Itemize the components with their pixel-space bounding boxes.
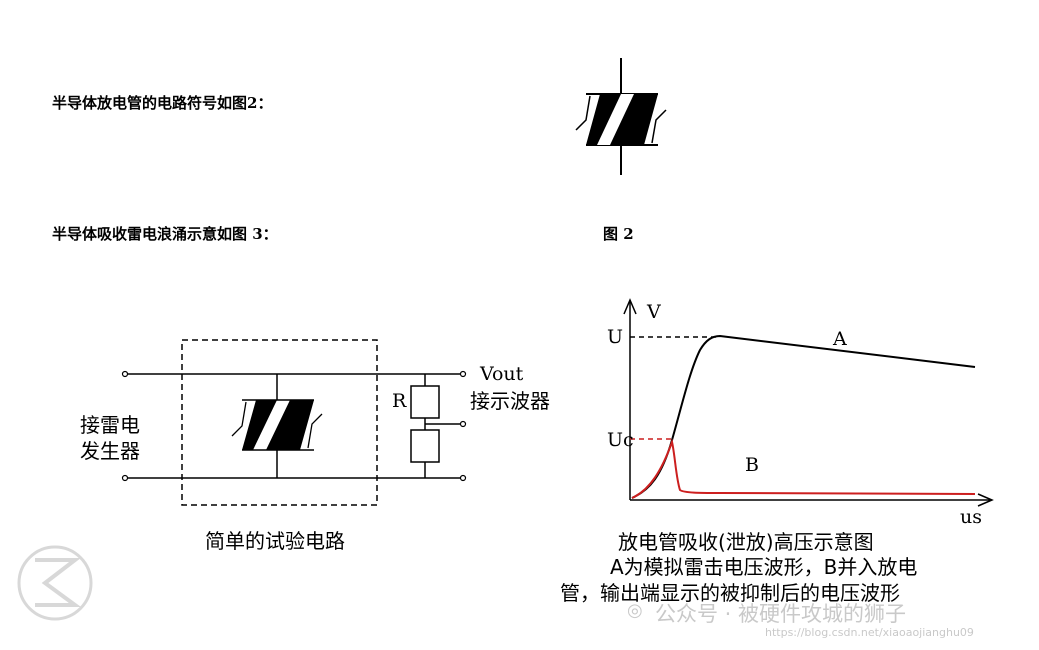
u-label: U	[607, 326, 624, 348]
curve-a	[631, 334, 976, 499]
waveform-caption-line3: 管，输出端显示的被抑制后的电压波形	[560, 581, 900, 605]
generator-label-line2: 发生器	[80, 439, 140, 463]
vout-label: Vout	[480, 363, 524, 385]
curve-b	[631, 438, 976, 499]
v-axis-label: V	[647, 301, 661, 323]
surge-caption: 半导体吸收雷电浪涌示意如图 3：	[52, 225, 278, 243]
oscilloscope-label: 接示波器	[470, 389, 550, 413]
waveform-caption-title: 放电管吸收(泄放)高压示意图	[618, 530, 874, 554]
generator-label-line1: 接雷电	[80, 413, 140, 437]
curve-a-label: A	[833, 328, 847, 350]
uc-label: Uc	[607, 429, 634, 451]
resistor-label: R	[392, 390, 407, 412]
curve-b-label: B	[745, 454, 759, 476]
figure-2-label: 图 2	[603, 225, 634, 243]
x-axis-label: us	[960, 506, 982, 528]
symbol-caption: 半导体放电管的电路符号如图2：	[52, 94, 273, 112]
watermark-url: https://blog.csdn.net/xiaoaojianghu09	[765, 626, 974, 639]
test-circuit-caption: 简单的试验电路	[205, 529, 345, 553]
waveform-caption-line2: A为模拟雷击电压波形，B并入放电	[610, 555, 918, 579]
watermark-account: 公众号 · 被硬件攻城的狮子	[655, 602, 907, 626]
wechat-icon: ◎	[627, 600, 643, 621]
